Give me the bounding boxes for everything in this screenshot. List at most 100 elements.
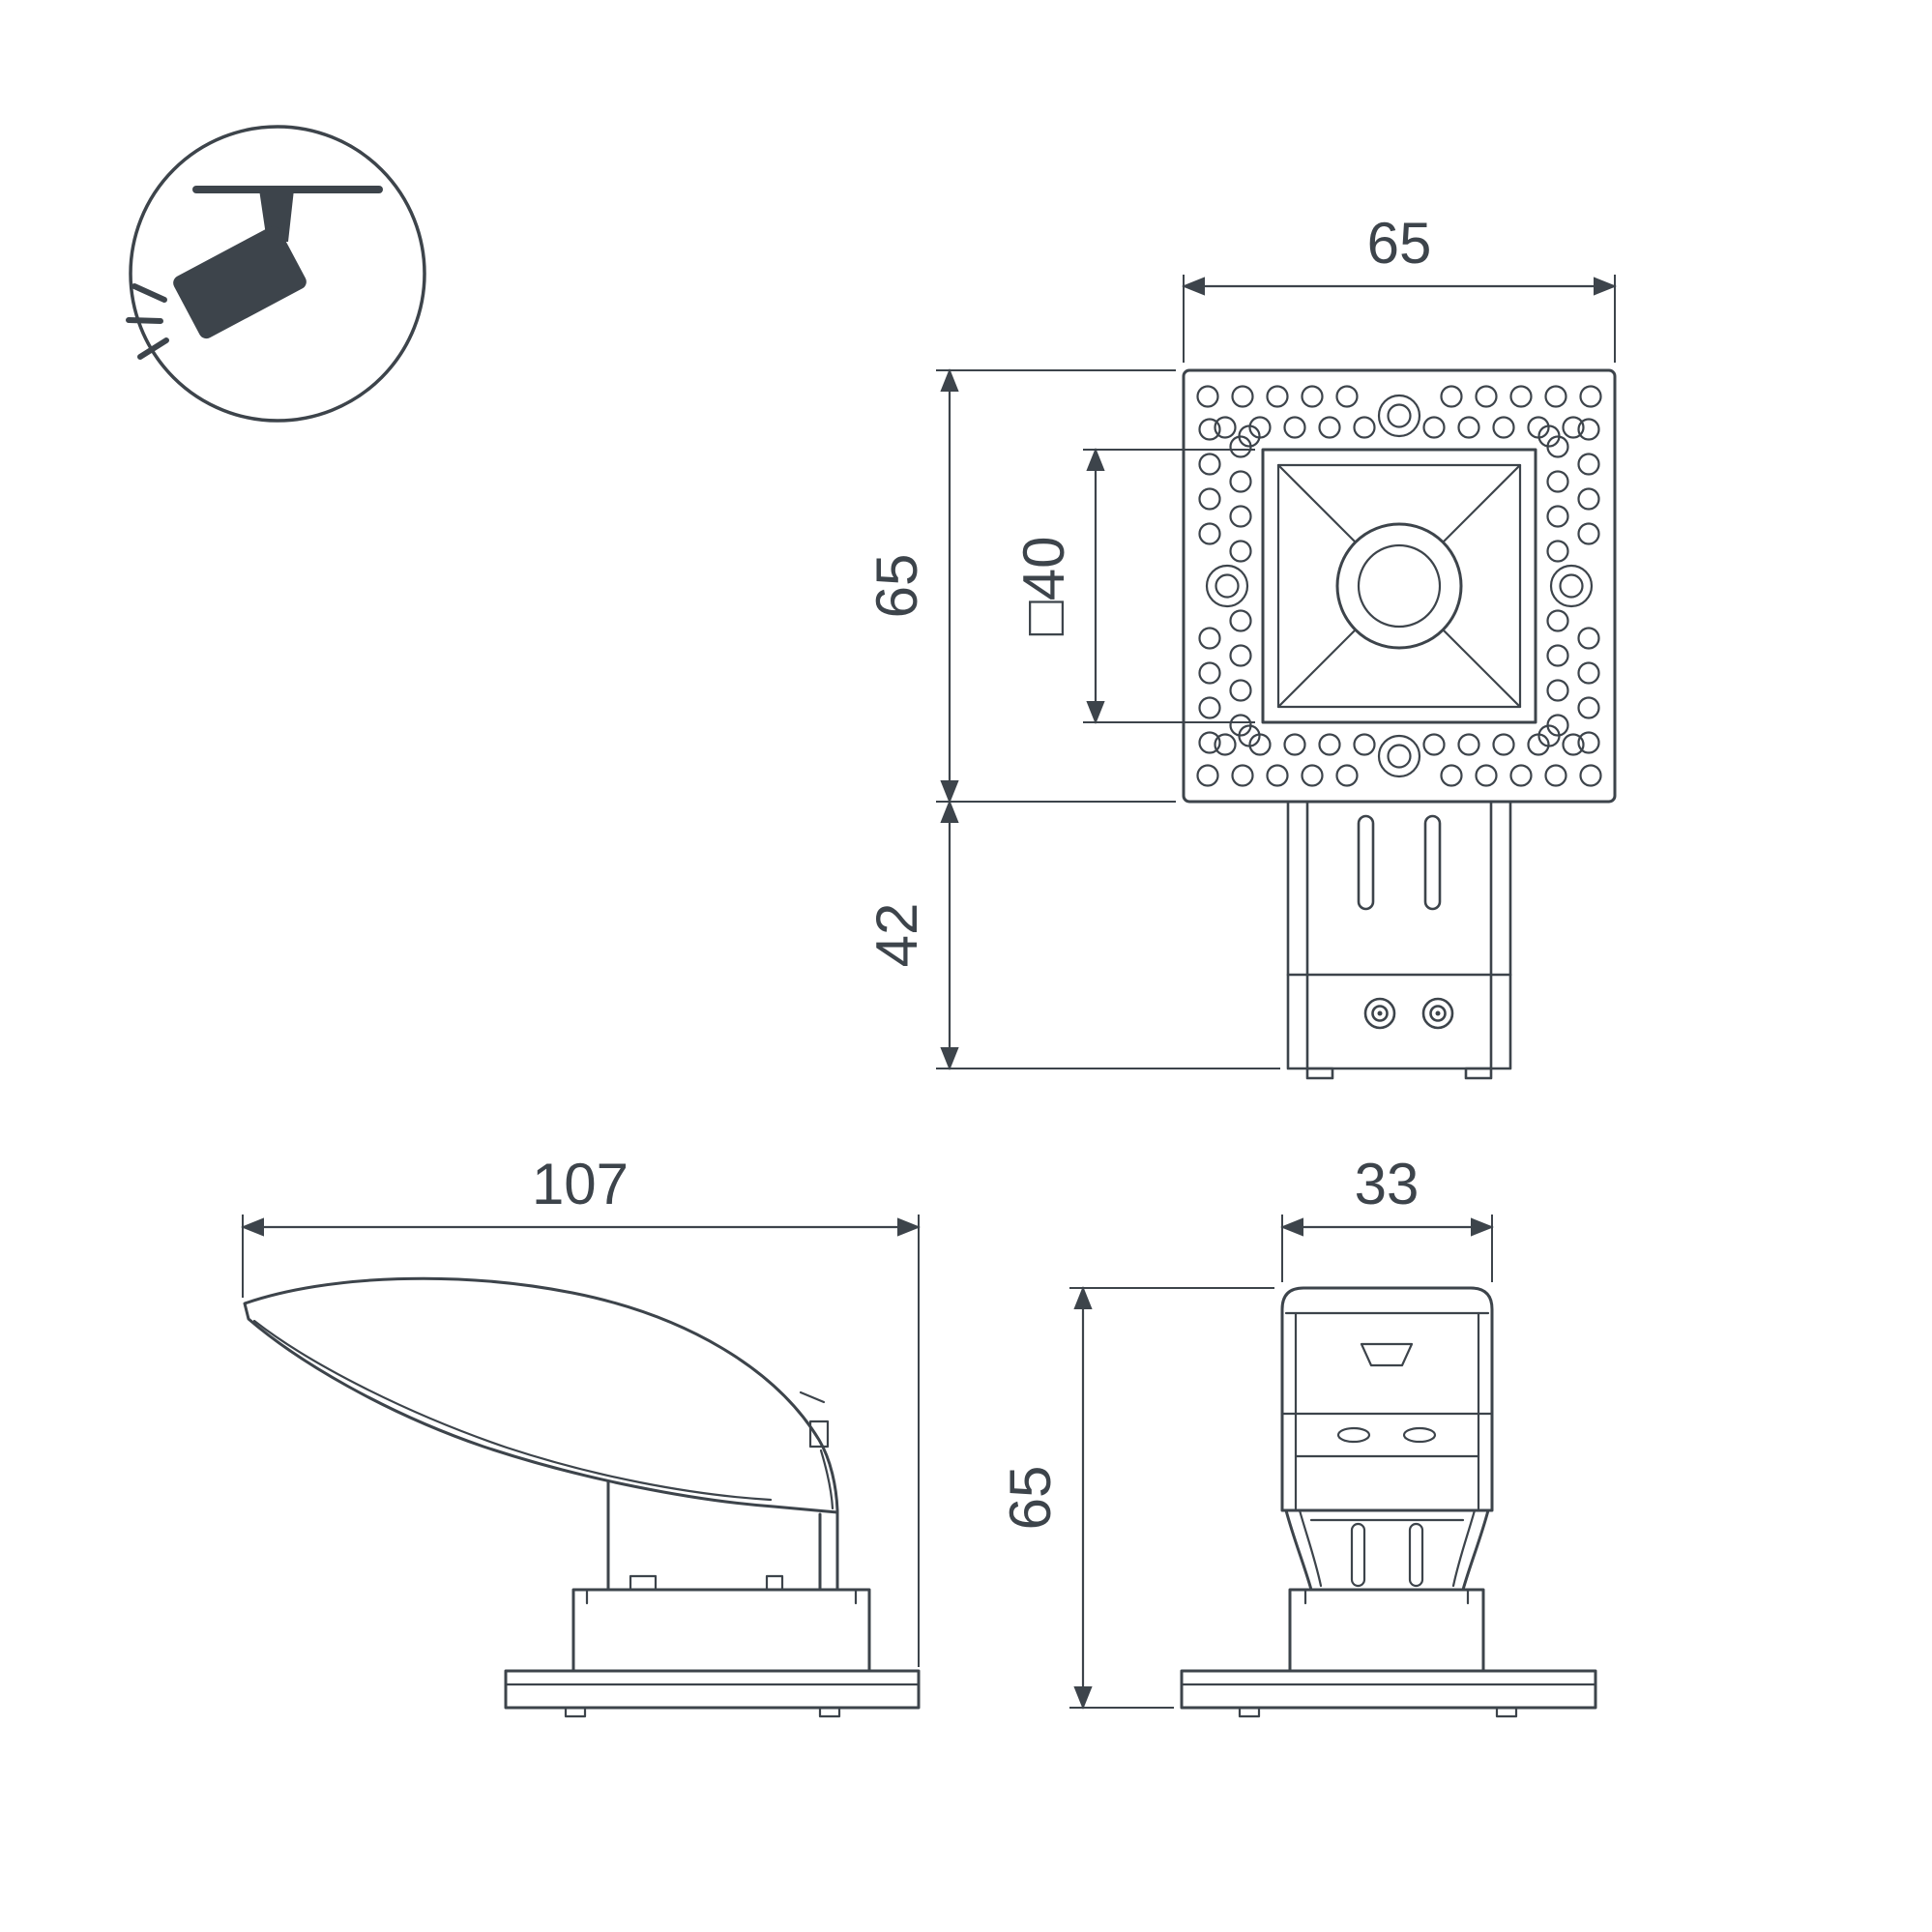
perforation-hole [1577,627,1600,650]
perforation-hole [1377,394,1421,438]
perforation-hole [1266,764,1289,787]
dim-front-height: 65 [864,367,1176,805]
trim-flange-rear [1180,1669,1597,1710]
perforation-hole [1440,764,1463,787]
perforation-hole [1546,609,1569,632]
perforation-hole [1577,522,1600,545]
dim-cutout-label: □40 [1011,537,1076,636]
perforation-hole [1198,661,1221,685]
recessed-housing-rear [1288,1588,1485,1673]
perforation-hole [1215,573,1240,599]
perforation-hole [1229,540,1252,563]
dim-recess-height-label: 65 [998,1466,1063,1531]
perforation-hole [1537,424,1561,448]
perforation-hole [1198,731,1221,754]
perforation-hole [1353,733,1376,756]
side-view [243,1276,921,1718]
perforation-hole [1231,764,1254,787]
perforation-hole [1492,416,1515,439]
perforation-hole [1562,416,1585,439]
perforation-hole [1335,764,1359,787]
front-view [1182,368,1617,1080]
perforation-hole [1457,416,1480,439]
icon-circle [129,125,426,423]
spot-head [243,1276,839,1514]
perforation-hole [1546,470,1569,493]
perforation-hole [1238,424,1261,448]
perforation-hole [1229,644,1252,667]
dim-length-label: 107 [532,1152,629,1216]
perforation-hole [1537,724,1561,747]
perforation-hole [1229,609,1252,632]
perforation-hole [1475,385,1498,408]
perforation-hole [1198,487,1221,511]
recessed-housing [571,1588,871,1673]
lens [1357,543,1442,629]
perforation-hole [1562,733,1585,756]
flange-perforations [1196,385,1602,787]
perforation-hole [1579,385,1602,408]
perforation-hole [1492,733,1515,756]
perforation-hole [1422,416,1446,439]
dim-front-width-label: 65 [1367,211,1432,276]
perforation-hole [1198,696,1221,719]
perforation-hole [1198,522,1221,545]
perforation-hole [1440,385,1463,408]
rear-view [1180,1286,1597,1718]
perforation-hole [1238,724,1261,747]
perforation-hole [1301,385,1324,408]
perforation-hole [1377,734,1421,778]
perforation-hole [1549,564,1594,608]
perforation-hole [1577,696,1600,719]
bezel [1261,448,1537,724]
perforation-hole [1196,385,1219,408]
dim-cutout: □40 [1011,447,1255,725]
perforation-hole [1198,627,1221,650]
perforation-hole [1546,505,1569,528]
dim-width-label: 33 [1355,1152,1420,1216]
perforation-hole [1509,385,1533,408]
perforation-hole [1214,416,1237,439]
perforation-hole [1205,564,1249,608]
perforation-hole [1509,764,1533,787]
head-rear [1280,1286,1494,1512]
dim-front-height-label: 65 [864,554,929,619]
perforation-hole [1318,733,1341,756]
perforation-hole [1544,764,1567,787]
lens-ring [1335,522,1463,650]
perforation-hole [1229,470,1252,493]
perforation-hole [1457,733,1480,756]
trim-flange [504,1669,921,1710]
perforation-hole [1559,573,1584,599]
dim-mount-depth: 42 [864,799,1280,1071]
perforation-hole [1577,661,1600,685]
perforation-hole [1387,744,1412,769]
perforation-hole [1544,385,1567,408]
perforation-hole [1196,764,1219,787]
perforation-hole [1546,540,1569,563]
perforation-hole [1283,416,1306,439]
dim-mount-depth-label: 42 [864,903,929,968]
perforation-hole [1214,733,1237,756]
perforation-hole [1301,764,1324,787]
perforation-hole [1422,733,1446,756]
perforation-hole [1546,679,1569,702]
perforation-hole [1579,764,1602,787]
perforation-hole [1577,731,1600,754]
light-rays-icon [126,283,169,360]
perforation-hole [1266,385,1289,408]
perforation-hole [1577,453,1600,476]
perforation-hole [1577,418,1600,441]
perforation-hole [1546,644,1569,667]
dim-recess-height: 65 [998,1285,1274,1711]
perforation-hole [1229,679,1252,702]
perforation-hole [1577,487,1600,511]
perforation-hole [1198,453,1221,476]
mount-type-icon [126,125,426,423]
perforation-hole [1353,416,1376,439]
perforation-hole [1387,403,1412,428]
perforation-hole [1198,418,1221,441]
screw-icon [1363,997,1454,1030]
perforation-hole [1229,505,1252,528]
track-spotlight-icon [126,186,383,360]
